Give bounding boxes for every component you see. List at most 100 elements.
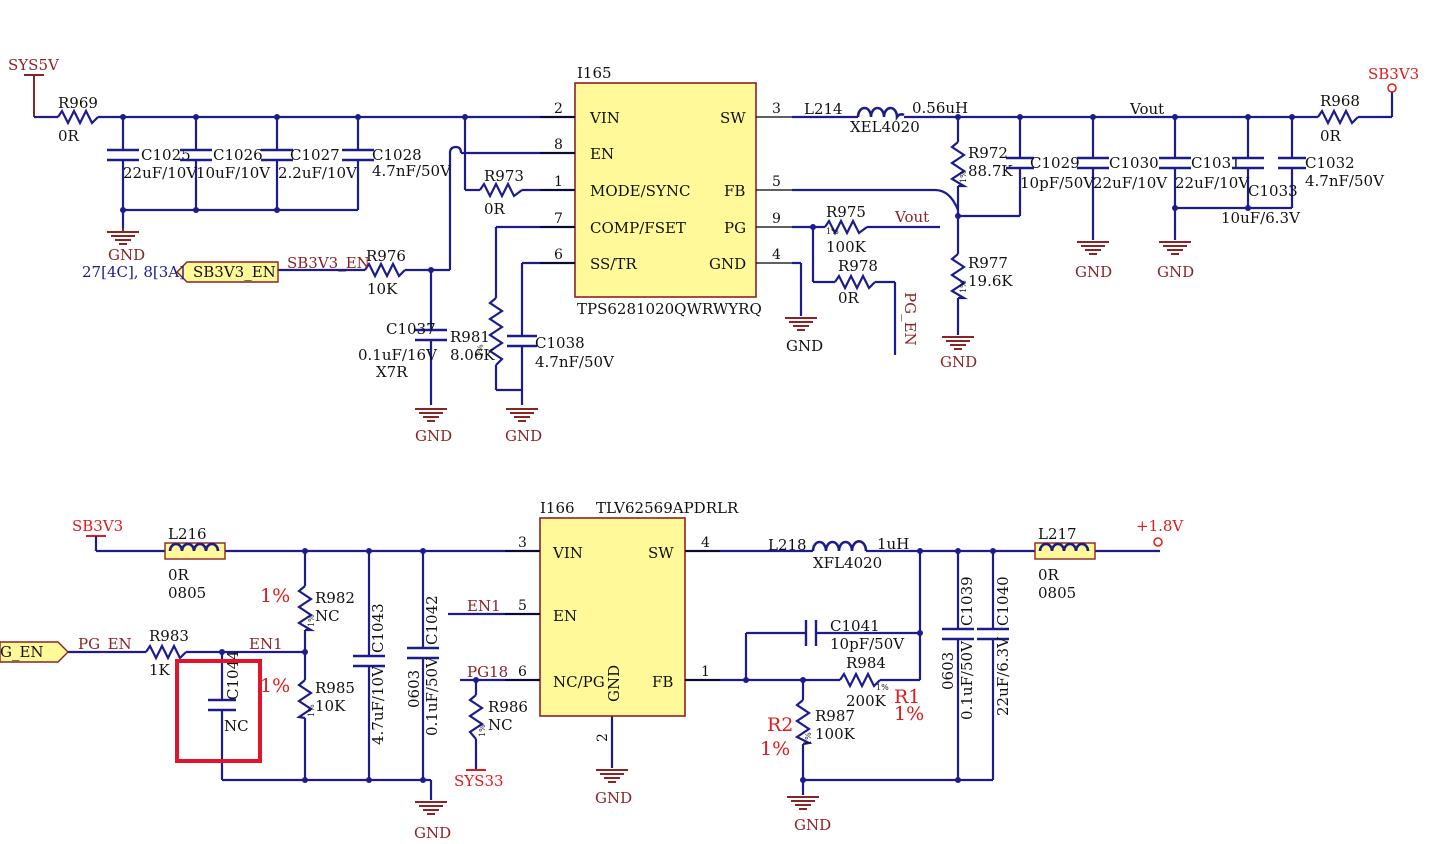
ic-i165-pin-num-gnd: 4 [772, 247, 781, 263]
power-label-sb3v3-out: SB3V3 [1368, 65, 1419, 83]
c1029-value: 10pF/50V [1020, 174, 1095, 192]
c1028-value: 4.7nF/50V [372, 162, 452, 180]
r985-ref: R985 [315, 679, 355, 697]
r975-tol: 1% [826, 227, 839, 236]
net-label-vout: Vout [1129, 100, 1164, 118]
c1042-ref: C1042 [423, 595, 441, 645]
r978-value: 0R [838, 289, 860, 307]
power-label-sb3v3-in: SB3V3 [72, 517, 123, 535]
power-label-sys33: SYS33 [454, 772, 504, 790]
c1032-ref: C1032 [1305, 154, 1355, 172]
ic-i165-pin-vin: VIN [589, 109, 620, 127]
l216-value: 0R [168, 566, 190, 584]
r972-tol: 1% [959, 170, 968, 183]
ic-i165-pin-num-vin: 2 [554, 101, 563, 117]
r983-value: 1K [149, 661, 171, 679]
c1040-value: 22uF/6.3V [994, 636, 1012, 716]
c1030-value: 22uF/10V [1093, 174, 1168, 192]
r981: R981 8.06K 1% [450, 297, 504, 366]
r972-value: 88.7K [968, 162, 1013, 180]
c1044-ref: C1044 [224, 650, 242, 700]
c1030: C1030 22uF/10V [1077, 154, 1168, 192]
r976-value: 10K [367, 280, 398, 298]
c1043: C1043 4.7uF/10V [353, 603, 387, 745]
r984-r1: R1 [894, 686, 920, 708]
r984-tol: 1% [876, 683, 889, 692]
net-label-en1-right: EN1 [467, 597, 501, 615]
r968: R968 0R [1317, 92, 1360, 145]
ic-i165-pin-num-pg: 9 [772, 211, 781, 227]
c1037: C1037 0.1uF/16V X7R [358, 320, 447, 381]
r975-value: 100K [826, 238, 867, 256]
r969: R969 0R [57, 94, 99, 145]
c1038-value: 4.7nF/50V [535, 353, 615, 371]
r984-r1-pct: 1% [894, 703, 924, 725]
net-label-en1-left: EN1 [249, 635, 283, 653]
gnd-c1037: GND [415, 408, 452, 445]
ic-i165-pin-en: EN [590, 145, 614, 163]
l217-value: 0R [1038, 566, 1060, 584]
l214-value: 0.56uH [912, 99, 968, 117]
port-sb3v3-en-refs: 27[4C], 8[3A] [82, 263, 185, 281]
c1042: C1042 0.1uF/50V 0603 [405, 595, 441, 736]
c1039-ref: C1039 [958, 576, 976, 626]
r977: R977 19.6K 1% [949, 253, 1013, 300]
r986-tol: 1% [478, 724, 487, 737]
r984: R984 200K 1% R1 1% [839, 654, 924, 725]
c1032: C1032 4.7nF/50V [1278, 154, 1385, 190]
c1040-ref: C1040 [994, 576, 1012, 626]
c1030-ref: C1030 [1109, 154, 1159, 172]
r985-pct: 1% [260, 675, 290, 697]
r987-ref: R987 [815, 707, 855, 725]
ic-i166-pin-num-gnd: 2 [595, 733, 611, 742]
c1033-value: 10uF/6.3V [1221, 209, 1301, 227]
gnd-r987-label: GND [794, 816, 831, 834]
c1026: C1026 10uF/10V [180, 146, 271, 182]
r982-pct: 1% [260, 585, 290, 607]
r973: R973 0R [479, 167, 524, 218]
c1042-pkg: 0603 [405, 670, 423, 708]
r984-ref: R984 [846, 654, 886, 672]
r968-ref: R968 [1320, 92, 1360, 110]
c1028-ref: C1028 [372, 146, 422, 164]
ic-i165-pin-num-fb: 5 [772, 174, 781, 190]
l218-value: 1uH [877, 535, 909, 553]
port-sb3v3-en-label: SB3V3_EN [193, 263, 276, 281]
c1025: C1025 22uF/10V [107, 146, 198, 182]
r984-value: 200K [846, 692, 887, 710]
r978-ref: R978 [838, 257, 878, 275]
ic-i166: I166 TLV62569APDRLR 3 5 6 VIN EN NC/PG 4… [505, 499, 739, 742]
r985-value: 10K [315, 697, 346, 715]
l214-part: XEL4020 [850, 118, 920, 136]
power-symbol-1v8: +1.8V [1136, 517, 1184, 547]
c1029-ref: C1029 [1030, 154, 1080, 172]
gnd-ic-i166: GND [595, 769, 632, 807]
r968-value: 0R [1320, 127, 1342, 145]
c1037-value: 0.1uF/16V [358, 346, 438, 364]
c1043-ref: C1043 [369, 603, 387, 653]
ic-i166-pin-fb: FB [652, 673, 673, 691]
r986-value: NC [488, 716, 513, 734]
r975-ref: R975 [826, 203, 866, 221]
r985-tol: 1% [307, 704, 316, 717]
gnd-c1038: GND [505, 408, 542, 445]
r978: R978 0R [834, 257, 878, 307]
gnd-top-input: GND [107, 228, 145, 264]
r977-tol: 1% [959, 280, 968, 293]
gnd-ic-i165 [785, 317, 817, 331]
ic-i165-ref: I165 [577, 64, 612, 82]
ic-i165-pin-num-sw: 3 [772, 101, 781, 117]
c1026-value: 10uF/10V [196, 164, 271, 182]
c1025-ref: C1025 [141, 146, 191, 164]
r972: R972 88.7K 1% [949, 141, 1013, 188]
c1027-ref: C1027 [290, 146, 340, 164]
r981-value: 8.06K [450, 346, 495, 364]
r983: R983 1K [145, 627, 189, 679]
ic-i166-pin-gnd: GND [605, 665, 623, 702]
c1028: C1028 4.7nF/50V [342, 146, 452, 180]
ic-i166-pin-pg: NC/PG [553, 673, 605, 691]
bead-l217: L217 0R 0805 [1034, 525, 1096, 602]
c1040: C1040 22uF/6.3V [977, 576, 1012, 716]
power-symbol-sb3v3-in: SB3V3 [72, 517, 123, 551]
